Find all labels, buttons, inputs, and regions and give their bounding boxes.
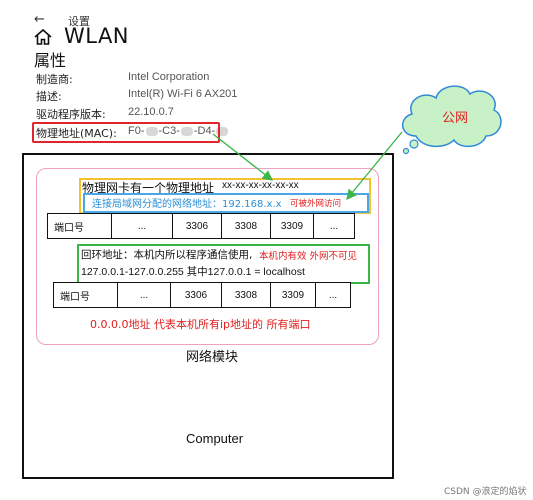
driver-version-value: 22.10.0.7 [128,106,174,118]
loopback-scope-note: 本机内有效 外网不可见 [259,251,358,262]
redacted-block [145,126,158,136]
mac-address-label: 物理地址(MAC): [36,127,117,140]
loopback-range: 127.0.0.1-127.0.0.255 其中127.0.0.1 = loca… [81,266,305,278]
mac-address-value: F0- -C3- -D4- [128,125,229,137]
port-cell: 3308 [221,213,271,239]
lan-address-box [83,193,369,213]
public-network-arrow [346,131,403,201]
lan-address-note: 连接局域网分配的网络地址：192.168.x.x [92,199,282,210]
all-address-note: 0.0.0.0地址 代表本机所有ip地址的 所有端口 [90,318,311,331]
physical-address-note: 物理网卡有一个物理地址 [82,181,215,195]
description-value: Intel(R) Wi-Fi 6 AX201 [128,88,238,100]
computer-label: Computer [186,431,244,446]
driver-version-label: 驱动程序版本: [36,108,106,121]
port-header-cell: 端口号 [53,282,118,308]
port-table-loopback: 端口号 ... 3306 3308 3309 ... [53,282,351,308]
manufacturer-label: 制造商: [36,73,73,86]
back-arrow-icon[interactable]: ← [34,12,45,27]
port-cell: ... [315,282,351,308]
lan-access-note: 可被外网访问 [290,199,342,209]
redacted-block [180,126,193,136]
port-cell: ... [117,282,171,308]
port-cell: 3308 [221,282,271,308]
redacted-block [216,126,229,136]
mac-part: F0- [128,125,145,137]
network-module-label: 网络模块 [186,350,239,365]
loopback-note: 回环地址：本机内所以程序通信使用, [81,249,253,261]
page-title: WLAN [64,24,130,48]
network-module-box [36,168,379,345]
mac-highlight-box [32,122,220,143]
computer-box [22,153,394,479]
public-network-cloud [394,78,506,156]
settings-label: 设置 [68,15,90,28]
port-cell: 3306 [172,213,222,239]
port-cell: ... [111,213,173,239]
section-title: 属性 [34,51,67,70]
mac-arrow [212,133,274,181]
watermark: CSDN @浪定的焰状 [444,487,527,497]
description-label: 描述: [36,90,62,103]
manufacturer-value: Intel Corporation [128,71,210,83]
port-cell: ... [313,213,355,239]
mac-part: -D4- [193,125,216,137]
port-table-lan: 端口号 ... 3306 3308 3309 ... [47,213,355,239]
mac-part: -C3- [158,125,180,137]
physical-address-value: xx-xx-xx-xx-xx-xx [222,180,299,191]
home-icon[interactable] [33,27,53,47]
cloud-label: 公网 [442,111,469,126]
